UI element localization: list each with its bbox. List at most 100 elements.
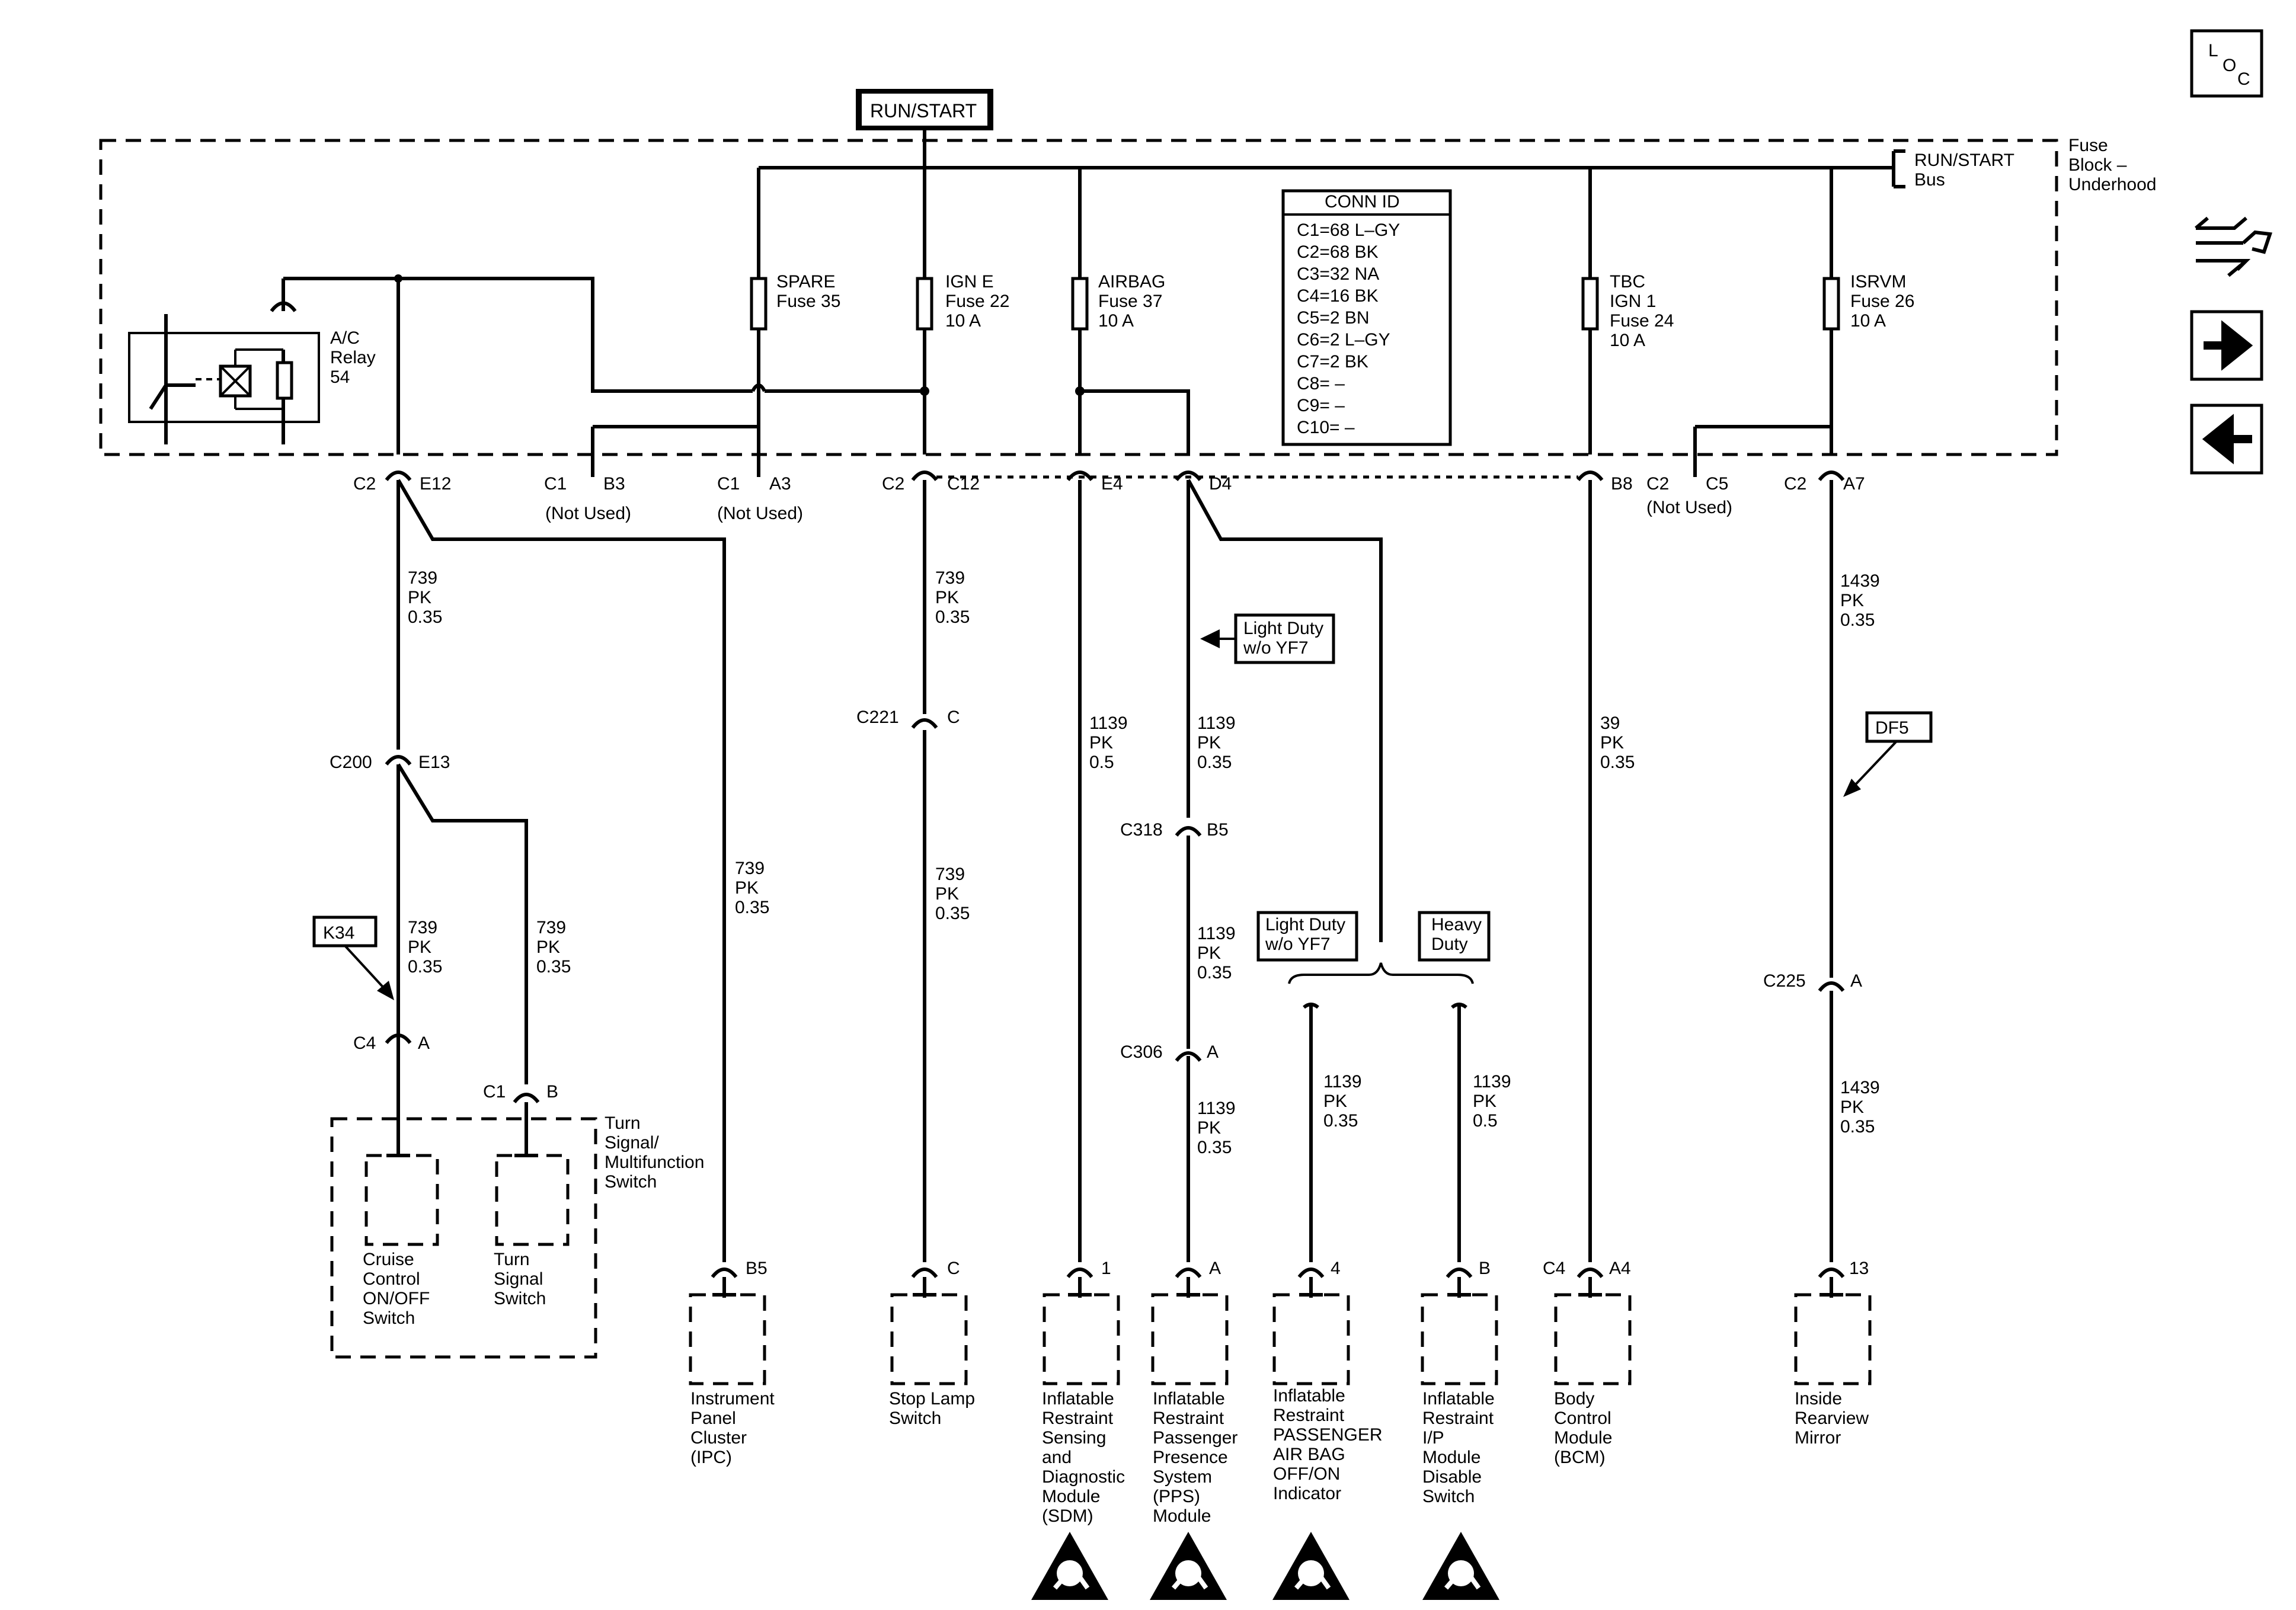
svg-text:4: 4	[1331, 1259, 1341, 1278]
svg-text:ISRVM: ISRVM	[1850, 272, 1906, 292]
svg-text:PK: PK	[935, 884, 959, 904]
svg-text:0.5: 0.5	[1473, 1111, 1498, 1131]
svg-text:E13: E13	[418, 753, 450, 772]
svg-text:0.35: 0.35	[735, 898, 769, 917]
svg-text:C306: C306	[1120, 1042, 1163, 1062]
svg-text:IGN 1: IGN 1	[1610, 292, 1656, 311]
loc-letter-o: O	[2223, 56, 2236, 75]
svg-text:C225: C225	[1763, 971, 1806, 991]
svg-text:and: and	[1042, 1448, 1072, 1467]
svg-text:739: 739	[935, 865, 965, 884]
svg-text:PK: PK	[1197, 733, 1221, 753]
svg-text:0.35: 0.35	[408, 957, 442, 977]
svg-text:PK: PK	[1089, 733, 1113, 753]
svg-text:Block –: Block –	[2068, 155, 2127, 175]
svg-text:Inflatable: Inflatable	[1153, 1389, 1225, 1409]
airbag-warning-icon	[1031, 1532, 1108, 1600]
svg-text:Sensing: Sensing	[1042, 1428, 1106, 1448]
svg-text:Turn: Turn	[494, 1250, 530, 1269]
svg-text:Fuse 37: Fuse 37	[1098, 292, 1162, 311]
svg-text:C2: C2	[882, 474, 904, 494]
svg-text:739: 739	[408, 568, 437, 588]
svg-text:C2=68 BK: C2=68 BK	[1297, 242, 1379, 262]
svg-text:B: B	[1479, 1259, 1491, 1278]
fuse-block-title: Fuse Block – Underhood	[2068, 136, 2156, 194]
svg-text:PK: PK	[408, 937, 431, 957]
svg-text:Duty: Duty	[1431, 934, 1468, 954]
svg-text:PK: PK	[735, 878, 759, 898]
svg-text:Instrument: Instrument	[690, 1389, 775, 1409]
fuse-isrvm: ISRVM Fuse 26 10 A	[1822, 272, 1914, 331]
fuse-airbag: AIRBAG Fuse 37 10 A	[1071, 272, 1165, 331]
bus-label: RUN/START Bus	[1914, 151, 2014, 190]
svg-text:A/C: A/C	[330, 328, 360, 348]
svg-text:Module: Module	[1042, 1487, 1100, 1506]
svg-text:C8= –: C8= –	[1297, 374, 1345, 393]
svg-text:Light Duty: Light Duty	[1243, 619, 1323, 638]
svg-text:Inside: Inside	[1795, 1389, 1842, 1409]
svg-text:C6=2 L–GY: C6=2 L–GY	[1297, 330, 1390, 350]
svg-text:Inflatable: Inflatable	[1273, 1386, 1345, 1406]
svg-text:(Not Used): (Not Used)	[545, 504, 631, 523]
loc-letter-c: C	[2237, 69, 2250, 89]
svg-text:Presence: Presence	[1153, 1448, 1228, 1467]
svg-text:1: 1	[1101, 1259, 1111, 1278]
component-inside-rearview-mirror: 13 Inside Rearview Mirror	[1794, 1259, 1872, 1448]
svg-text:PK: PK	[1323, 1092, 1347, 1111]
svg-text:(IPC): (IPC)	[690, 1448, 732, 1467]
svg-text:Module: Module	[1422, 1448, 1480, 1467]
svg-text:C5: C5	[1706, 474, 1728, 494]
svg-text:Stop Lamp: Stop Lamp	[889, 1389, 975, 1409]
svg-text:A7: A7	[1843, 474, 1865, 494]
svg-text:C7=2 BK: C7=2 BK	[1297, 352, 1368, 372]
fuse-spare: SPARE Fuse 35	[750, 272, 840, 331]
svg-text:Switch: Switch	[494, 1289, 546, 1308]
option-df5: DF5	[1843, 711, 1933, 797]
forward-button[interactable]	[2190, 310, 2263, 381]
svg-text:C5=2 BN: C5=2 BN	[1297, 308, 1370, 328]
svg-text:AIRBAG: AIRBAG	[1098, 272, 1165, 292]
arrow-right-icon	[2204, 320, 2253, 371]
svg-text:TBC: TBC	[1610, 272, 1645, 292]
conn-id-table: CONN ID C1=68 L–GY C2=68 BK C3=32 NA C4=…	[1281, 189, 1452, 446]
svg-text:C1: C1	[483, 1082, 506, 1102]
connector-c200: C200 E13	[330, 735, 450, 772]
svg-text:A3: A3	[769, 474, 791, 494]
svg-text:RUN/START: RUN/START	[870, 100, 977, 121]
svg-text:Passenger: Passenger	[1153, 1428, 1237, 1448]
svg-text:C1: C1	[717, 474, 740, 494]
svg-text:Turn: Turn	[605, 1113, 641, 1133]
svg-text:Inflatable: Inflatable	[1042, 1389, 1114, 1409]
svg-text:0.35: 0.35	[935, 904, 970, 923]
svg-text:B5: B5	[746, 1259, 768, 1278]
airbag-warning-icon	[1272, 1532, 1350, 1600]
component-ip-module-disable-switch: B Inflatable Restraint I/P Module Disabl…	[1421, 1259, 1498, 1506]
svg-text:PK: PK	[1840, 1097, 1864, 1117]
svg-text:Fuse 24: Fuse 24	[1610, 311, 1674, 331]
wiring-navigation-icon[interactable]	[2195, 216, 2273, 277]
svg-text:C2: C2	[1646, 474, 1669, 494]
loc-button[interactable]: L O C	[2190, 29, 2263, 98]
ac-relay: A/C Relay 54	[128, 279, 376, 444]
svg-text:DF5: DF5	[1875, 718, 1909, 738]
svg-text:(PPS): (PPS)	[1153, 1487, 1200, 1506]
svg-text:Body: Body	[1554, 1389, 1594, 1409]
svg-text:C200: C200	[330, 753, 372, 772]
svg-text:B: B	[546, 1082, 558, 1102]
svg-text:C3=32 NA: C3=32 NA	[1297, 264, 1379, 284]
svg-text:PK: PK	[1840, 591, 1864, 610]
loc-letter-l: L	[2208, 41, 2218, 60]
svg-text:PASSENGER: PASSENGER	[1273, 1425, 1383, 1445]
back-button[interactable]	[2190, 404, 2263, 475]
svg-text:PK: PK	[1197, 943, 1221, 963]
svg-text:Module: Module	[1153, 1506, 1211, 1526]
svg-text:Bus: Bus	[1914, 170, 1945, 190]
svg-text:C10= –: C10= –	[1297, 418, 1355, 437]
svg-text:Disable: Disable	[1422, 1467, 1482, 1487]
svg-text:C221: C221	[856, 708, 899, 727]
svg-text:C1: C1	[544, 474, 567, 494]
svg-text:0.35: 0.35	[935, 607, 970, 627]
svg-text:Inflatable: Inflatable	[1422, 1389, 1495, 1409]
